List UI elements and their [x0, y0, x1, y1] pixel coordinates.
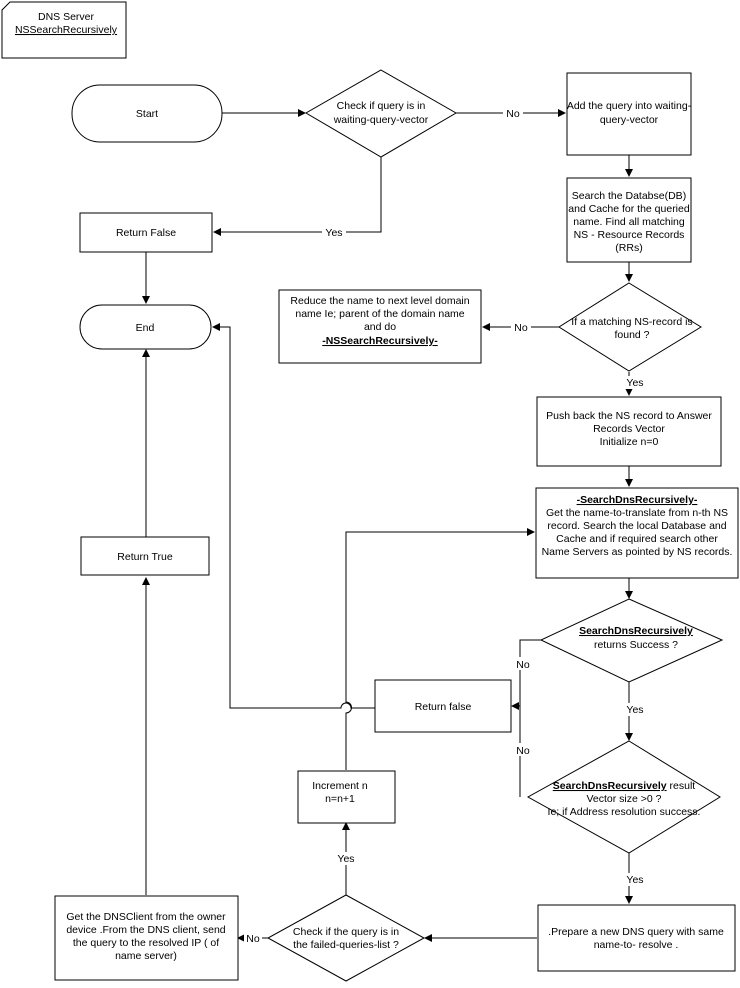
edge-success-returnfalse [511, 639, 541, 710]
increment-box: Increment n n=n+1 [297, 770, 396, 824]
push-back-line3: Initialize n=0 [600, 436, 659, 448]
push-back-box: Push back the NS record to Answer Record… [536, 396, 722, 467]
search-dns-line3: Cache and if required search other [556, 533, 718, 545]
check-waiting-line2: waiting-query-vector [333, 114, 429, 126]
label-yes-1: Yes [325, 227, 342, 239]
get-client-line1: Get the DNSClient from the owner [66, 911, 226, 923]
reduce-name-line3: and do [364, 321, 396, 333]
matching-ns-line2: found ? [614, 329, 649, 341]
check-failed-decision: Check if the query is in the failed-quer… [266, 894, 426, 982]
reduce-name-line1: Reduce the name to next level domain [290, 295, 469, 307]
increment-line1: Increment n [312, 780, 368, 792]
matching-ns-line1: If a matching NS-record is [571, 316, 692, 328]
reduce-name-box: Reduce the name to next level domain nam… [278, 289, 482, 364]
label-yes-4: Yes [626, 874, 643, 886]
search-db-line2: and Cache for the queried [568, 203, 690, 215]
label-no-2: No [514, 322, 528, 334]
increment-line2: n=n+1 [325, 793, 355, 805]
label-no-3: No [516, 659, 530, 671]
check-waiting-line1: Check if query is in [337, 100, 426, 112]
reduce-name-line2: name Ie; parent of the domain name [295, 308, 464, 320]
reduce-name-call: -NSSearchRecursively- [322, 335, 438, 347]
return-true-box: Return True [80, 536, 210, 576]
matching-ns-decision: If a matching NS-record is found ? [558, 282, 702, 372]
check-failed-line1: Check if the query is in [293, 926, 399, 938]
search-dns-box: -SearchDnsRecursively- Get the name-to-t… [535, 487, 739, 579]
get-client-line3: the query to the resolved IP ( of [73, 937, 219, 949]
search-db-line4: NS - Resource Records [574, 229, 685, 241]
check-failed-line2: the failed-queries-list ? [293, 939, 399, 951]
start-node: Start [71, 84, 223, 143]
push-back-line1: Push back the NS record to Answer [546, 410, 712, 422]
search-dns-line4: Name Servers as pointed by NS records. [542, 546, 733, 558]
edge-increment-searchdns [345, 528, 535, 770]
prepare-line2: name-to- resolve . [594, 939, 679, 951]
returns-success-decision: SearchDnsRecursively returns Success ? [539, 598, 724, 683]
search-db-box: Search the Databse(DB) and Cache for the… [566, 177, 692, 263]
label-yes-2: Yes [626, 377, 643, 389]
push-back-line2: Records Vector [593, 423, 665, 435]
return-true-label: Return True [117, 551, 173, 563]
search-db-line1: Search the Databse(DB) [572, 190, 686, 202]
returns-success-text: returns Success ? [594, 639, 678, 651]
edge-check-returnfalse [213, 157, 382, 236]
header-title: DNS Server [38, 11, 95, 23]
header-box: DNS Server NSSearchRecursively [1, 1, 127, 59]
search-db-line3: name. Find all matching [573, 216, 685, 228]
add-query-line1: Add the query into waiting- [567, 100, 692, 112]
label-no-5: No [246, 933, 260, 945]
search-dns-line2: record. Search the local Database and [547, 520, 726, 532]
search-dns-title: -SearchDnsRecursively- [577, 494, 698, 506]
get-client-line4: name server) [115, 950, 177, 962]
header-subtitle: NSSearchRecursively [15, 24, 118, 36]
search-db-line5: (RRs) [615, 242, 642, 254]
label-yes-3: Yes [626, 704, 643, 716]
edge-returnfalse-end-mid [212, 323, 375, 709]
add-query-box: Add the query into waiting- query-vector [566, 72, 692, 156]
result-vector-decision: SearchDnsRecursively result Vector size … [526, 740, 721, 854]
label-no-1: No [506, 108, 520, 120]
result-line1: SearchDnsRecursively result [553, 780, 696, 792]
return-false-mid-label: Return false [415, 701, 472, 713]
search-dns-line1: Get the name-to-translate from n-th NS [546, 507, 728, 519]
result-line2: Vector size >0 ? [586, 793, 661, 805]
prepare-box: .Prepare a new DNS query with same name-… [537, 904, 736, 972]
label-no-4: No [516, 745, 530, 757]
label-yes-5: Yes [337, 853, 354, 865]
return-false-mid-box: Return false [374, 679, 512, 733]
start-label: Start [136, 108, 158, 120]
get-client-box: Get the DNSClient from the owner device … [54, 895, 239, 981]
returns-success-fn: SearchDnsRecursively [579, 625, 693, 637]
return-false-top-label: Return False [116, 227, 176, 239]
check-waiting-decision: Check if query is in waiting-query-vecto… [305, 69, 457, 158]
end-label: End [136, 322, 155, 334]
end-node: End [79, 304, 212, 350]
result-fn: SearchDnsRecursively [553, 780, 667, 792]
result-line3: Ie; if Address resolution success. [548, 806, 701, 818]
add-query-line2: query-vector [600, 114, 659, 126]
edge-labels: No Yes No Yes No Yes No Yes Yes No [244, 106, 647, 945]
get-client-line2: device .From the DNS client, send [66, 924, 225, 936]
prepare-line1: .Prepare a new DNS query with same [548, 926, 724, 938]
result-suffix: result [667, 780, 696, 792]
return-false-top-box: Return False [79, 212, 213, 253]
